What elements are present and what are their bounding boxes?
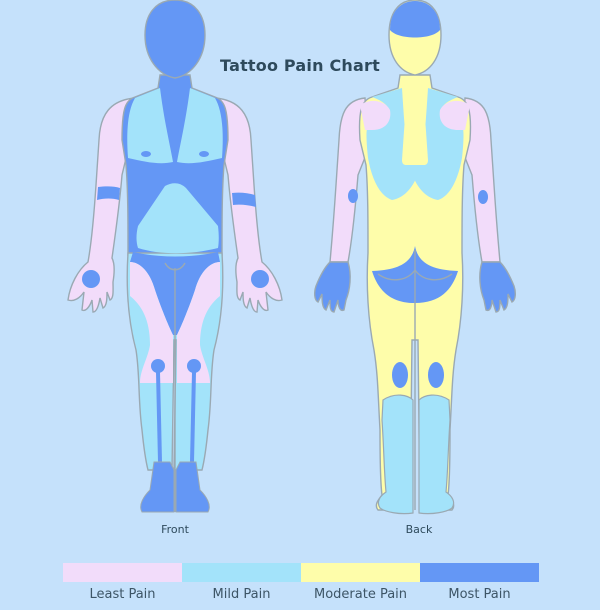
legend-swatch-mild (182, 563, 301, 582)
front-foot-left (140, 461, 175, 513)
legend-color-bar (63, 563, 539, 582)
front-view-label: Front (161, 523, 189, 536)
legend-swatch-most (420, 563, 539, 582)
back-calf-right (418, 394, 455, 515)
front-head (144, 0, 206, 79)
body-figures (67, 0, 517, 515)
legend-label-most: Most Pain (448, 587, 511, 602)
back-hand-left (313, 261, 351, 313)
back-hand-right (479, 261, 517, 313)
front-thigh-right (177, 262, 220, 383)
front-regions (82, 88, 269, 513)
front-thigh-left (130, 262, 173, 383)
back-regions (348, 1, 488, 515)
legend-swatch-least (63, 563, 182, 582)
front-chest-left (127, 88, 173, 164)
back-spine (402, 88, 428, 165)
front-navel-curve (164, 262, 186, 271)
back-upper-arm-left (360, 100, 391, 130)
legend-labels: Least Pain Mild Pain Moderate Pain Most … (63, 587, 539, 602)
back-shoulders-right (412, 88, 464, 200)
front-knee-right (187, 359, 201, 373)
front-knee-left (151, 359, 165, 373)
back-skull (390, 1, 440, 38)
front-chest-right (177, 88, 223, 164)
back-right-arm (461, 97, 501, 263)
front-palm-right (251, 270, 269, 288)
front-shin-left (156, 372, 162, 462)
back-left-arm (329, 97, 369, 263)
front-left-arm (67, 97, 136, 313)
back-view-label: Back (405, 523, 433, 536)
back-buttocks-lines (377, 250, 453, 510)
front-shin-right (190, 372, 196, 462)
back-elbow-left (348, 189, 358, 203)
front-elbow-band-left (97, 186, 120, 200)
back-calf-left (377, 394, 414, 515)
front-foot-right (175, 461, 210, 513)
legend-label-least: Least Pain (89, 587, 156, 602)
legend-label-mild: Mild Pain (212, 587, 271, 602)
legend-swatch-moderate (301, 563, 420, 582)
front-elbow-band-right (232, 192, 256, 207)
front-palm-left (82, 270, 100, 288)
front-stomach (136, 183, 219, 254)
front-nipple-left (141, 151, 151, 157)
back-shoulders-left (366, 88, 418, 200)
front-nipple-right (199, 151, 209, 157)
back-elbow-right (478, 190, 488, 204)
back-knee-right (428, 362, 444, 388)
chart-title: Tattoo Pain Chart (220, 56, 380, 75)
legend-label-moderate: Moderate Pain (313, 587, 408, 602)
back-knee-left (392, 362, 408, 388)
back-upper-arm-right (439, 100, 470, 130)
